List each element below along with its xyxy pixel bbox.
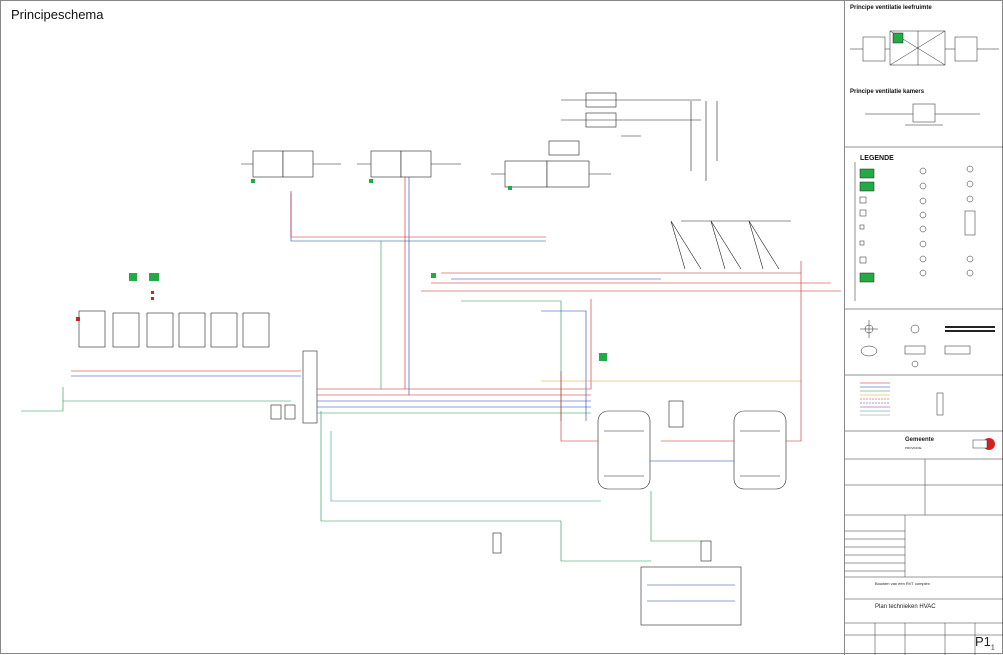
ahu-1 (241, 150, 341, 178)
ahu-2 (357, 150, 461, 178)
storage-tank-right (733, 410, 787, 490)
solar-collectors (670, 220, 791, 270)
vent-rooms-title: Principe ventilatie kamers (850, 89, 925, 95)
vent-living-title: Principe ventilatie leefruimte (850, 5, 932, 11)
drawing-title: Plan technieken HVAC (875, 604, 936, 610)
rainwater-tank (640, 566, 742, 626)
sheet-number: P11 (975, 634, 995, 652)
sidebar-panel: Principe ventilatie leefruimte Principe … (844, 1, 1003, 655)
ahu-3 (491, 160, 611, 188)
boiler-group (78, 310, 270, 348)
storage-tank-left (597, 410, 651, 490)
title-block: Gemeente PROVINCIE Bouwen van een RVT co… (845, 431, 1003, 655)
client-name: Gemeente (905, 437, 935, 443)
ahu-small-units (548, 92, 718, 181)
sheet-title: Principeschema (11, 7, 104, 22)
project-name: Bouwen van een RVT complex (875, 581, 930, 586)
province-label: PROVINCIE (905, 446, 922, 450)
sidebar-graphics (845, 30, 1003, 432)
legend-title: LEGENDE (860, 155, 894, 162)
hvac-schematic (21, 92, 841, 626)
